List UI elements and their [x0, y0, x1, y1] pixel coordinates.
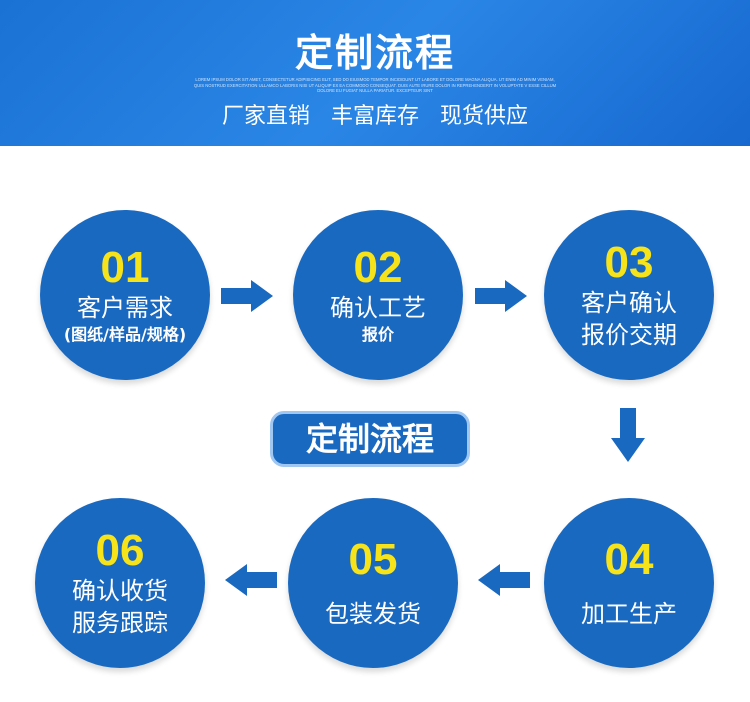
step-03-circle: 03 客户确认 报价交期: [544, 210, 714, 380]
step-sublabel: (图纸/样品/规格): [63, 325, 187, 344]
step-label: 客户需求: [77, 294, 173, 322]
step-label: 确认收货: [72, 577, 168, 605]
step-06-circle: 06 确认收货 服务跟踪: [35, 498, 205, 668]
banner-slogan: 厂家直销 丰富库存 现货供应: [222, 104, 528, 129]
step-label: 客户确认: [581, 289, 677, 317]
step-number: 03: [604, 238, 654, 287]
header-banner: 定制流程 LOREM IPSUM DOLOR SIT AMET, CONSECT…: [0, 0, 750, 146]
arrow-left-icon: [225, 564, 277, 596]
step-label-2: 报价交期: [581, 321, 677, 349]
step-01-circle: 01 客户需求 (图纸/样品/规格): [40, 210, 210, 380]
arrow-right-icon: [475, 280, 527, 312]
step-05-circle: 05 包装发货: [288, 498, 458, 668]
step-02-circle: 02 确认工艺 报价: [293, 210, 463, 380]
step-number: 05: [348, 535, 398, 584]
step-number: 01: [100, 243, 150, 292]
step-label-2: 服务跟踪: [72, 609, 168, 637]
step-number: 04: [604, 535, 654, 584]
step-label: 包装发货: [325, 600, 421, 628]
arrow-right-icon: [221, 280, 273, 312]
step-number: 06: [95, 526, 145, 575]
step-sublabel: 报价: [361, 325, 394, 344]
step-number: 02: [353, 243, 403, 292]
banner-fine-print: LOREM IPSUM DOLOR SIT AMET, CONSECTETUR …: [193, 77, 557, 94]
arrow-down-icon: [611, 408, 645, 462]
step-label: 确认工艺: [330, 294, 426, 322]
banner-title: 定制流程: [294, 31, 455, 75]
arrow-left-icon: [478, 564, 530, 596]
step-label: 加工生产: [581, 600, 677, 628]
process-title-badge: 定制流程: [270, 411, 470, 467]
step-04-circle: 04 加工生产: [544, 498, 714, 668]
